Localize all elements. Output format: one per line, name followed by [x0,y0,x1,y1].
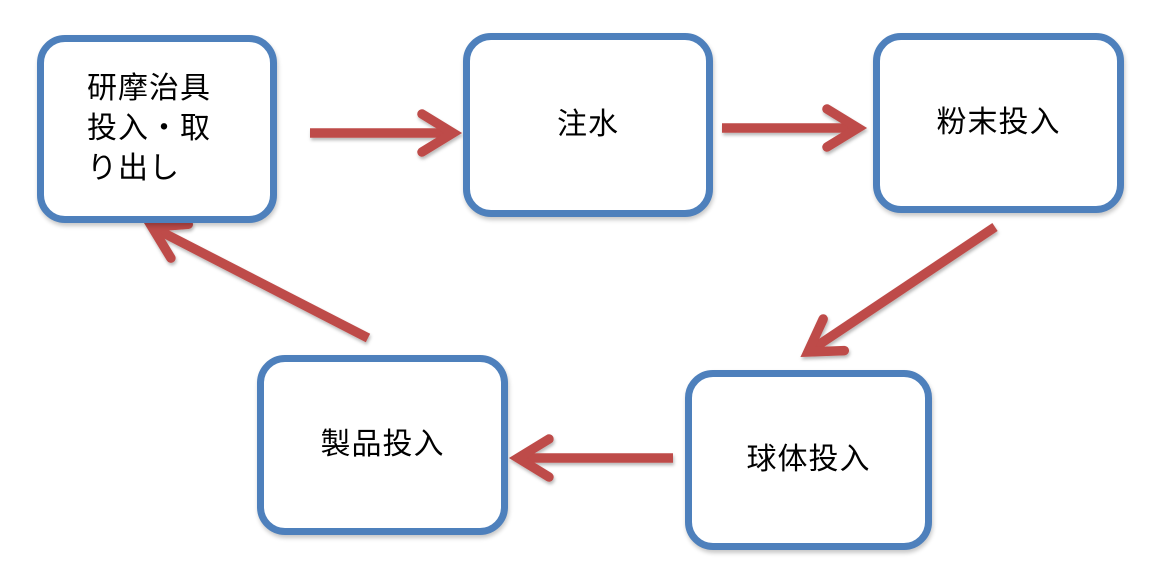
arrow-edge-4 [143,219,371,343]
arrow-edge-2 [800,223,998,358]
arrow-head [417,109,463,157]
arrow-edge-0 [310,109,463,157]
arrow-head [143,219,194,263]
arrow-head [822,104,868,152]
node-sphere-input: 球体投入 [685,370,932,550]
node-sphere-input-label: 球体投入 [746,443,871,476]
node-grinding-jig-label: 研摩治具投入・取り出し [87,72,211,185]
node-powder-input-label: 粉末投入 [936,106,1061,139]
arrow-shaft [811,223,998,353]
arrow-shaft [156,225,371,343]
node-water-filling-label: 注水 [557,108,619,141]
node-powder-input: 粉末投入 [873,33,1124,213]
arrow-head [508,434,554,482]
node-water-filling: 注水 [463,33,713,217]
arrow-edge-3 [508,434,673,482]
node-product-input: 製品投入 [257,355,508,535]
node-grinding-jig: 研摩治具投入・取り出し [37,35,277,223]
arrow-head [800,314,850,358]
node-product-input-label: 製品投入 [320,428,445,461]
arrow-edge-1 [722,104,868,152]
